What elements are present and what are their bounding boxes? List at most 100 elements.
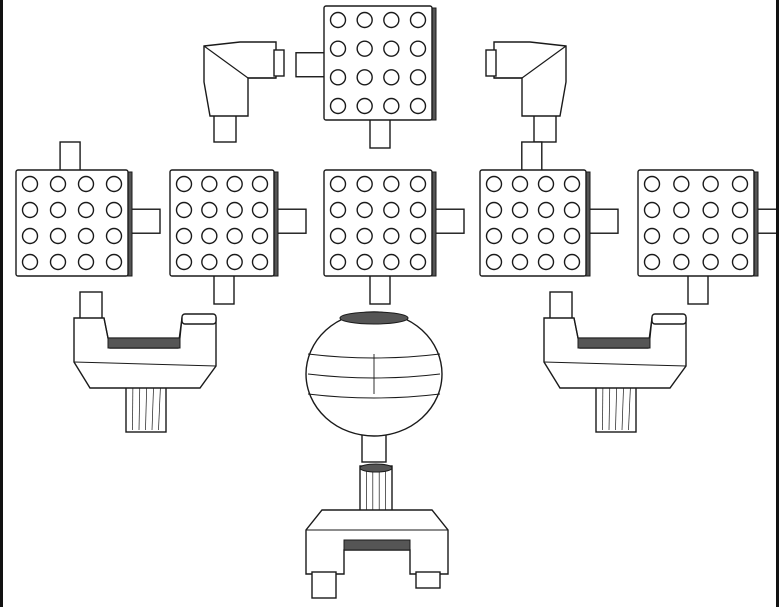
block-row-4-front-face <box>479 169 587 277</box>
hole <box>383 253 400 271</box>
hole <box>49 175 67 193</box>
hole <box>537 253 555 271</box>
hole <box>485 201 503 219</box>
hole <box>21 227 39 245</box>
hole <box>226 253 243 271</box>
elbow-right-crease <box>521 45 567 79</box>
block-row-1-port-top <box>59 141 81 173</box>
block-row-4-port-top <box>521 141 543 173</box>
block-row-1-front-face <box>15 169 129 277</box>
y-fitting-left <box>73 291 217 433</box>
hole <box>731 227 749 245</box>
hole <box>21 201 39 219</box>
hole <box>356 69 373 86</box>
y-fitting-right-arm-cap <box>651 313 687 325</box>
hole <box>226 175 243 193</box>
hole <box>643 175 661 193</box>
hole <box>105 201 123 219</box>
y-fitting-right-seam <box>543 361 687 367</box>
y-fitting-bottom-stem-opening <box>359 463 393 473</box>
y-fitting-right-inner-shadow <box>577 337 651 349</box>
spherical-tank <box>305 311 443 463</box>
hole <box>563 227 581 245</box>
hole <box>175 227 193 245</box>
hole <box>409 201 427 219</box>
block-row-5-front-face <box>637 169 755 277</box>
hole <box>77 227 95 245</box>
hole <box>49 201 67 219</box>
left-frame-border <box>0 0 3 607</box>
hole <box>251 253 269 271</box>
block-row-5 <box>637 169 779 305</box>
hole <box>356 201 373 219</box>
tank-band <box>307 393 441 399</box>
block-row-3 <box>323 169 465 305</box>
hole <box>383 175 400 193</box>
hole <box>226 201 243 219</box>
y-fitting-left-arm-cap <box>181 313 217 325</box>
elbow-left-port-bottom <box>213 113 237 143</box>
hole <box>77 201 95 219</box>
hole <box>409 253 427 271</box>
hole <box>21 253 39 271</box>
hole <box>383 97 400 115</box>
hole <box>643 227 661 245</box>
hole <box>356 40 373 57</box>
hole <box>201 201 218 219</box>
hole <box>175 175 193 193</box>
block-row-4 <box>479 141 619 277</box>
block-row-2 <box>169 169 307 305</box>
hole <box>201 175 218 193</box>
hole <box>731 175 749 193</box>
hole <box>409 97 427 115</box>
block-row-3-port-bottom <box>369 273 391 305</box>
y-fitting-bottom-inner-shadow <box>343 539 411 551</box>
elbow-right-body <box>493 41 567 117</box>
y-fitting-left-body <box>73 317 217 389</box>
hole <box>563 201 581 219</box>
hole <box>175 201 193 219</box>
hole <box>563 175 581 193</box>
right-frame-border <box>776 0 779 607</box>
block-row-1 <box>15 141 161 277</box>
hole <box>511 253 529 271</box>
elbow-left <box>203 41 285 143</box>
y-fitting-right <box>543 291 687 433</box>
hole <box>329 175 347 193</box>
hole <box>673 227 690 245</box>
hole <box>383 227 400 245</box>
top-manifold-block <box>295 5 437 149</box>
hole <box>537 227 555 245</box>
hole <box>49 227 67 245</box>
hole <box>702 175 719 193</box>
hole <box>77 253 95 271</box>
hole <box>702 227 719 245</box>
y-fitting-left-seam <box>73 361 217 367</box>
y-fitting-bottom <box>305 463 449 599</box>
hole <box>702 201 719 219</box>
block-row-3-port-right <box>433 208 465 234</box>
hole <box>105 253 123 271</box>
hole <box>731 201 749 219</box>
hole <box>537 175 555 193</box>
elbow-left-port-right <box>273 49 285 77</box>
y-fitting-right-body <box>543 317 687 389</box>
spherical-tank-top-opening <box>339 311 409 325</box>
hole <box>485 227 503 245</box>
hole <box>49 253 67 271</box>
hole <box>329 227 347 245</box>
elbow-right-port-bottom <box>533 113 557 143</box>
hole <box>201 253 218 271</box>
hole <box>511 201 529 219</box>
top-manifold-block-port-left <box>295 52 327 78</box>
hole <box>383 11 400 29</box>
hole <box>673 175 690 193</box>
hole <box>21 175 39 193</box>
hole <box>673 201 690 219</box>
elbow-left-body <box>203 41 277 117</box>
hole <box>356 253 373 271</box>
hole <box>537 201 555 219</box>
block-row-2-front-face <box>169 169 275 277</box>
hole <box>383 201 400 219</box>
